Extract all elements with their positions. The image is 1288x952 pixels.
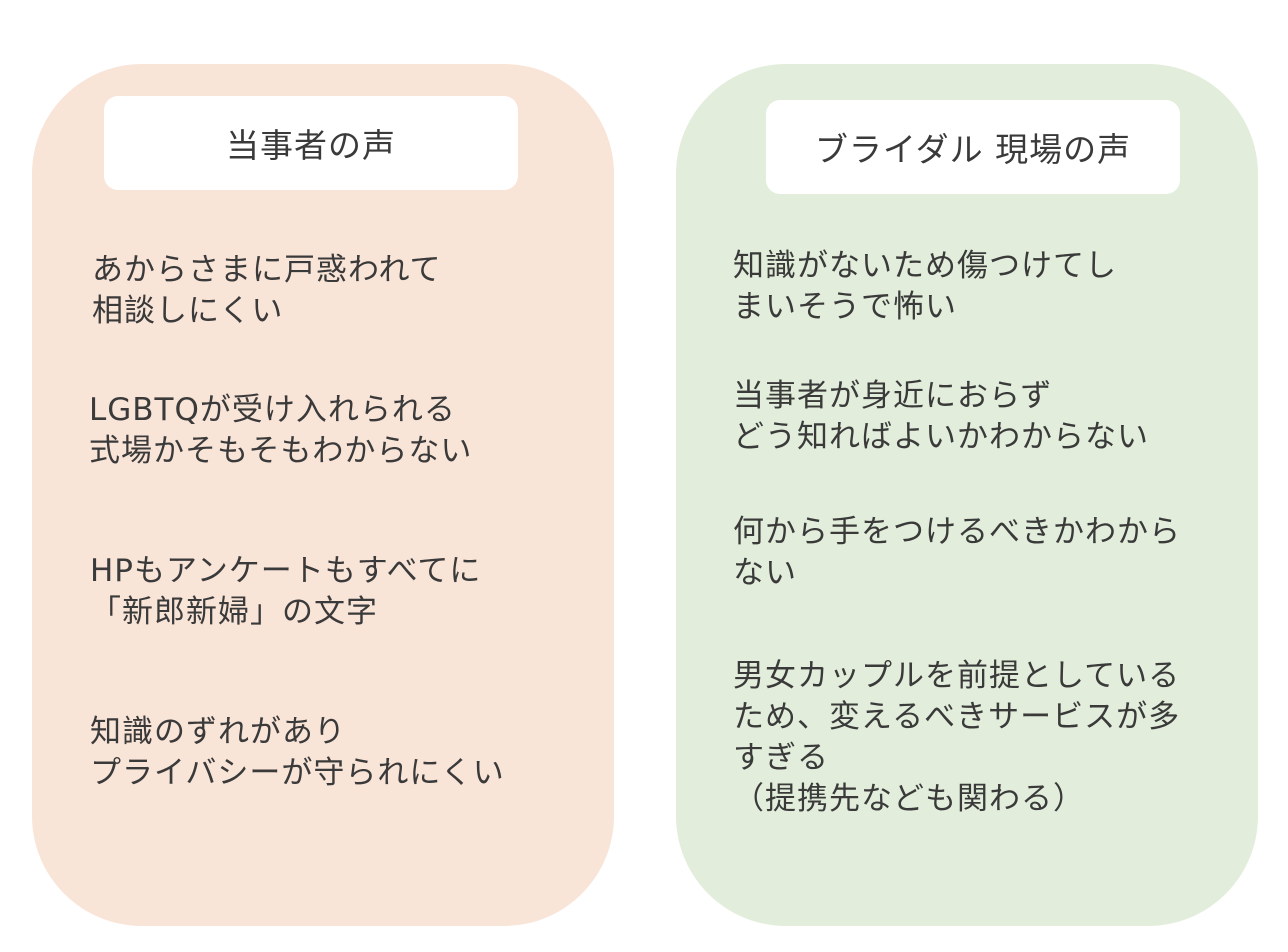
party-voice-item: 知識のずれがあり プライバシーが守られにくい	[90, 714, 505, 791]
bridal-voice-item: 男女カップルを前提としている ため、変えるべきサービスが多 すぎる （提携先など…	[733, 658, 1181, 817]
bridal-site-voices-title: ブライダル 現場の声	[766, 100, 1180, 194]
party-voices-title: 当事者の声	[104, 96, 518, 190]
party-voice-item: HPもアンケートもすべてに 「新郎新婦」の文字	[90, 553, 482, 630]
bridal-voice-item: 当事者が身近におらず どう知ればよいかわからない	[733, 378, 1149, 455]
party-voices-panel: 当事者の声 あからさまに戸惑われて 相談しにくい LGBTQが受け入れられる 式…	[32, 64, 614, 926]
party-voice-item: あからさまに戸惑われて 相談しにくい	[92, 252, 442, 329]
bridal-voice-item: 知識がないため傷つけてし まいそうで怖い	[733, 248, 1117, 325]
bridal-voice-item: 何から手をつけるべきかわから ない	[733, 514, 1181, 591]
party-voice-item: LGBTQが受け入れられる 式場かそもそもわからない	[89, 392, 473, 469]
bridal-site-voices-panel: ブライダル 現場の声 知識がないため傷つけてし まいそうで怖い 当事者が身近にお…	[676, 64, 1258, 926]
